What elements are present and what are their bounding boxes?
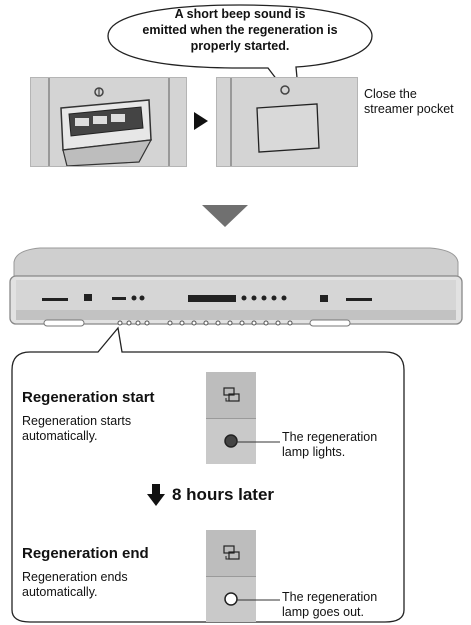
- next-step-arrow-icon: [194, 112, 208, 130]
- air-purifier-device: [9, 247, 463, 327]
- lamp-goes-out-label: The regeneration lamp goes out.: [282, 590, 378, 619]
- lamp-off-icon: [224, 592, 238, 606]
- regeneration-end-description: Regeneration ends automatically.: [22, 570, 128, 599]
- speech-bubble: [107, 4, 373, 113]
- lamp-callout-line: [236, 441, 280, 443]
- down-arrow-icon: [147, 484, 165, 506]
- open-pocket-panel: [30, 77, 187, 167]
- regeneration-icon: [223, 387, 240, 402]
- lamp-lights-label: The regeneration lamp lights.: [282, 430, 378, 459]
- lamp-lit-icon: [224, 434, 238, 448]
- closed-pocket-illustration: [230, 78, 320, 166]
- regeneration-end-title: Regeneration end: [22, 545, 149, 562]
- lamp-callout-line: [236, 599, 280, 601]
- duration-label: 8 hours later: [172, 485, 275, 504]
- regeneration-icon: [223, 545, 240, 560]
- regeneration-start-title: Regeneration start: [22, 389, 155, 406]
- down-arrow-icon: [202, 205, 248, 227]
- step-caption: Close the streamer pocket: [364, 87, 454, 116]
- regeneration-end-lamp-panel: [206, 530, 256, 622]
- regeneration-start-description: Regeneration starts automatically.: [22, 414, 132, 443]
- open-pocket-illustration: [48, 78, 170, 167]
- closed-pocket-panel: [216, 77, 358, 167]
- regeneration-start-lamp-panel: [206, 372, 256, 464]
- detail-frame: [11, 326, 405, 623]
- callout-text: A short beep sound is emitted when the r…: [142, 7, 338, 53]
